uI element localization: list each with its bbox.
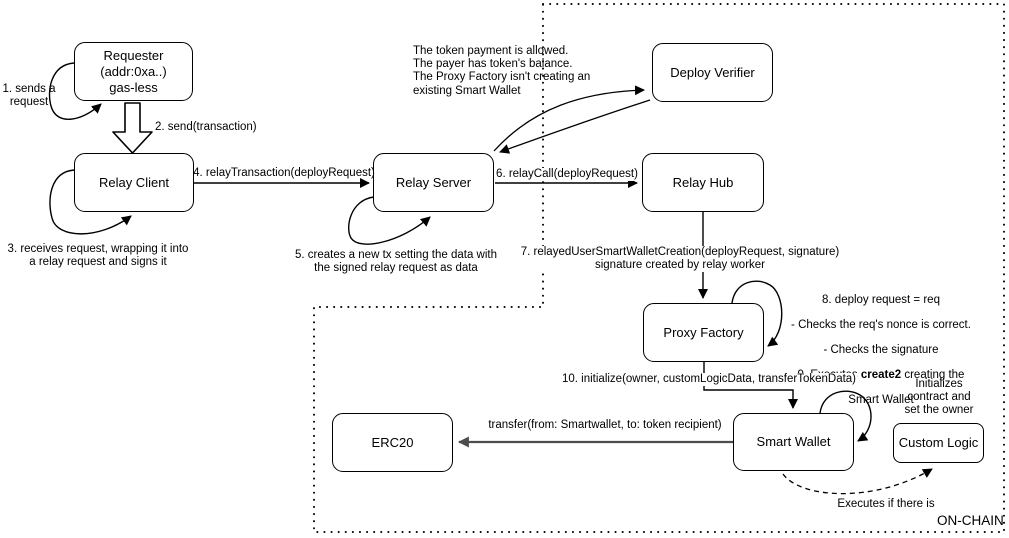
label-step3: 3. receives request, wrapping it into a … [7, 243, 189, 269]
label-step5: 5. creates a new tx setting the data wit… [294, 249, 498, 275]
label-step7: 7. relayedUserSmartWalletCreation(deploy… [519, 246, 841, 273]
edge-smart-wallet-self-loop [819, 390, 872, 442]
node-custom-logic: Custom Logic [893, 423, 984, 463]
edge-relay-client-self-loop [49, 169, 132, 235]
on-chain-boundary [313, 3, 1005, 533]
label-verifier-note: The token payment is allowed. The payer … [413, 45, 591, 97]
label-step8-line1: 8. deploy request = req [822, 293, 940, 306]
edge-executes-custom-logic [782, 468, 933, 495]
edge-server-to-verifier [493, 85, 645, 152]
node-erc20: ERC20 [332, 413, 453, 472]
label-transfer: transfer(from: Smartwallet, to: token re… [488, 419, 722, 431]
node-relay-client: Relay Client [74, 153, 194, 212]
label-step8-9: 8. deploy request = req - Checks the req… [791, 281, 971, 419]
label-step10: 10. initialize(owner, customLogicData, t… [560, 373, 858, 387]
edge-verifier-to-server [499, 99, 651, 154]
label-step8-line2: - Checks the req's nonce is correct. [791, 318, 971, 331]
label-step2: 2. send(transaction) [155, 121, 257, 133]
node-relay-hub: Relay Hub [642, 153, 764, 212]
label-on-chain: ON-CHAIN [937, 513, 1004, 528]
label-step9-line2: Smart Wallet [848, 393, 914, 406]
edge-requester-self-loop [48, 62, 102, 120]
label-step8-line3: - Checks the signature [823, 343, 939, 356]
node-smart-wallet: Smart Wallet [733, 413, 854, 471]
label-step6: 6. relayCall(deployRequest) [495, 168, 639, 182]
node-proxy-factory: Proxy Factory [643, 303, 764, 362]
label-step1: 1. sends a request [2, 83, 56, 109]
node-relay-server: Relay Server [373, 153, 494, 212]
label-init-note: Initializes contract and set the owner [904, 378, 974, 417]
label-step4: 4. relayTransaction(deployRequest) [193, 167, 375, 179]
edge-proxy-factory-self-loop [731, 280, 783, 347]
node-requester: Requester (addr:0xa..) gas-less [74, 42, 193, 101]
node-deploy-verifier: Deploy Verifier [652, 43, 773, 102]
edge-relay-server-self-loop [348, 196, 431, 245]
edge-send-block-arrow [112, 102, 153, 154]
label-executes-note: Executes if there is [837, 498, 935, 510]
create2-bold: create2 [860, 368, 902, 381]
